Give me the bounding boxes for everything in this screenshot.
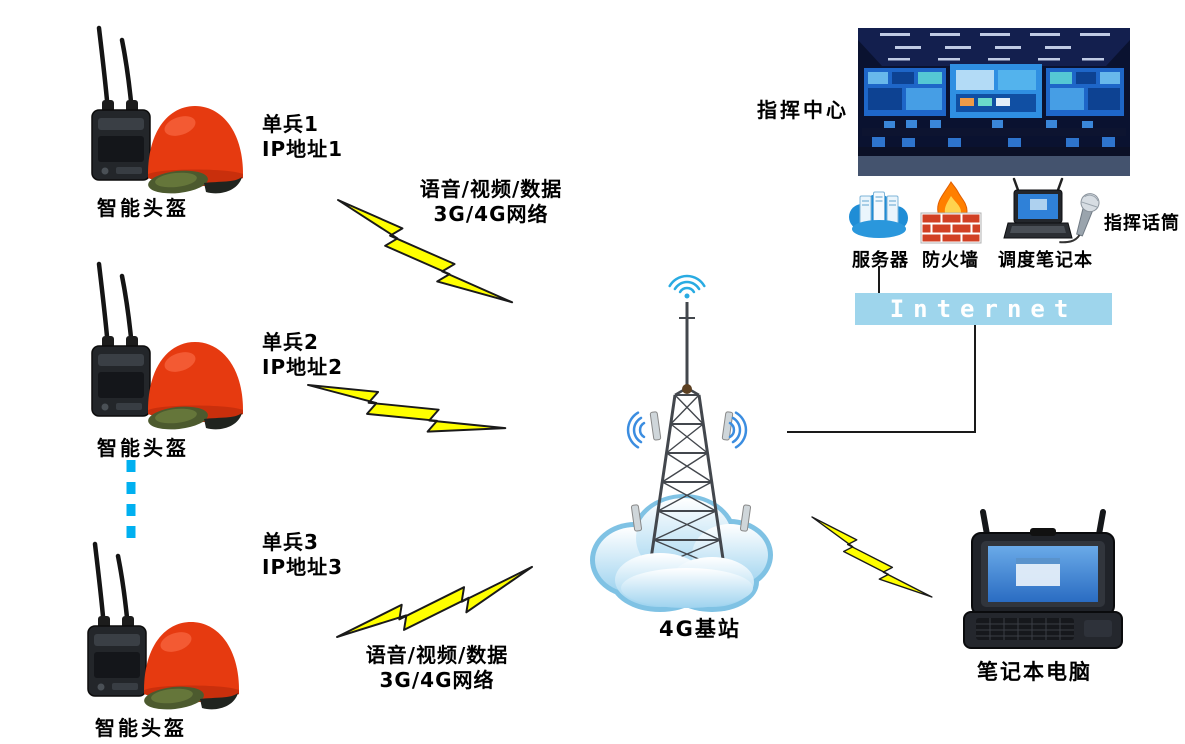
- server-icon: [849, 191, 908, 238]
- base-station-label: 4G基站: [659, 617, 741, 641]
- firewall-label: 防火墙: [922, 250, 979, 271]
- wifi-left-icon: [626, 411, 646, 449]
- link-1-media: 语音/视频/数据: [419, 177, 563, 201]
- field-laptop: [963, 509, 1123, 649]
- internet-banner: Internet: [855, 293, 1112, 325]
- soldier-3-ip: IP地址3: [262, 555, 344, 579]
- helmet-label-3: 智能头盔: [95, 716, 187, 740]
- dispatch-laptop-icon: [1003, 177, 1073, 239]
- soldier-2-id: 单兵2: [262, 330, 319, 354]
- command-center-photo: [858, 28, 1130, 176]
- firewall-icon: [920, 181, 982, 244]
- field-laptop-label: 笔记本电脑: [977, 660, 1092, 684]
- video-wall: [864, 64, 1124, 118]
- command-center-label: 指挥中心: [757, 98, 849, 122]
- soldier-3-id: 单兵3: [262, 530, 319, 554]
- helmet-label-1: 智能头盔: [97, 196, 189, 220]
- console-rows: [858, 120, 1130, 176]
- microphone-icon: [1059, 193, 1100, 244]
- link-2-media: 语音/视频/数据: [365, 643, 509, 667]
- internet-basestation-link: [787, 325, 976, 433]
- soldier-1-ip: IP地址1: [262, 137, 344, 161]
- cloud-front: [615, 553, 754, 608]
- wifi-top-icon: [668, 274, 706, 299]
- base-station: [590, 274, 773, 612]
- lightning-bolt-4: [801, 516, 943, 598]
- soldier-1-id: 单兵1: [262, 112, 319, 136]
- soldier-2-ip: IP地址2: [262, 355, 344, 379]
- link-1-network: 3G/4G网络: [433, 202, 549, 226]
- server-label: 服务器: [852, 250, 909, 271]
- soldier-unit-1: [92, 28, 243, 196]
- wifi-right-icon: [728, 411, 748, 449]
- soldier-unit-2: [92, 264, 243, 432]
- link-label-1: 语音/视频/数据 3G/4G网络: [402, 177, 580, 227]
- soldier-3-label: 单兵3 IP地址3: [262, 530, 343, 580]
- helmet-label-2: 智能头盔: [97, 436, 189, 460]
- ceiling-lights: [880, 33, 1110, 61]
- link-label-2: 语音/视频/数据 3G/4G网络: [348, 643, 526, 693]
- internet-label: Internet: [889, 295, 1078, 323]
- dispatch-laptop-label: 调度笔记本: [998, 250, 1093, 271]
- microphone-label: 指挥话筒: [1104, 213, 1180, 234]
- soldier-unit-3: [88, 544, 239, 712]
- soldier-1-label: 单兵1 IP地址1: [262, 112, 343, 162]
- link-2-network: 3G/4G网络: [379, 668, 495, 692]
- soldier-2-label: 单兵2 IP地址2: [262, 330, 343, 380]
